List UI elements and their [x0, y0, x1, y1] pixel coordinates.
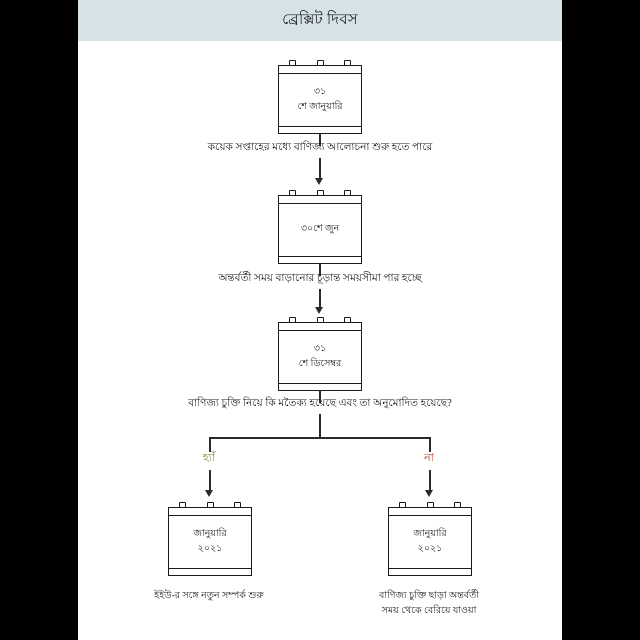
calendar-jan31: ৩১ শে জানুয়ারি: [278, 60, 362, 134]
branch-line-no: [429, 437, 431, 452]
decision-question-text: বাণিজ্য চুক্তি নিয়ে কি মতৈক্য হয়েছে এব…: [188, 398, 452, 409]
calendar-body: জানুয়ারি ২০২১: [168, 515, 252, 569]
calendar-body: ৩১ শে জানুয়ারি: [278, 73, 362, 127]
branch-label-yes: হ্যাঁ: [202, 452, 216, 464]
calendar-jan2021-right: জানুয়ারি ২০২১: [388, 502, 472, 576]
branch-line-no: [429, 470, 431, 492]
connector-line: [319, 158, 321, 180]
arrow-down-icon: [205, 490, 213, 497]
calendar-top-bar: [278, 195, 362, 203]
calendar-foot-bar: [388, 569, 472, 576]
letterbox-right: [562, 0, 640, 640]
calendar-dec31: ৩১ শে ডিসেম্বর: [278, 317, 362, 391]
connector-line: [319, 414, 321, 438]
calendar-jan2021-left: জানুয়ারি ২০২১: [168, 502, 252, 576]
arrow-down-icon: [425, 490, 433, 497]
step-1-text: কয়েক সপ্তাহের মধ্যে বাণিজ্য আলোচনা শুরু…: [207, 142, 433, 153]
outcome-caption-right: বাণিজ্য চুক্তি ছাড়া অন্তর্বর্তী সময় থে…: [329, 589, 529, 618]
caption-line: ইইউ-র সঙ্গে নতুন সম্পর্ক শুরু: [154, 591, 264, 601]
calendar-jun30: ৩০শে জুন: [278, 190, 362, 264]
calendar-date-line-1: ৩১: [313, 87, 327, 98]
branch-line-yes: [209, 470, 211, 492]
connector-line: [319, 263, 321, 276]
calendar-body: ৩০শে জুন: [278, 203, 362, 257]
calendar-date-line-1: জানুয়ারি: [193, 529, 227, 540]
calendar-top-bar: [388, 507, 472, 515]
calendar-date-line-1: জানুয়ারি: [413, 529, 447, 540]
arrow-down-icon: [315, 178, 323, 185]
branch-line-yes: [209, 437, 211, 452]
calendar-date-line-2: শে জানুয়ারি: [297, 101, 343, 112]
connector-line: [319, 133, 321, 146]
calendar-date-line-2: ২০২১: [197, 543, 223, 554]
calendar-date-line-2: শে ডিসেম্বর: [298, 358, 342, 369]
connector-line: [319, 390, 321, 403]
outcome-caption-left: ইইউ-র সঙ্গে নতুন সম্পর্ক শুরু: [109, 589, 309, 604]
caption-line: সময় থেকে বেরিয়ে যাওয়া: [381, 605, 477, 616]
header-band: ব্রেক্সিট দিবস: [78, 0, 562, 41]
branch-split-line: [209, 437, 430, 439]
branch-label-no: না: [424, 452, 434, 464]
infographic-canvas: ব্রেক্সিট দিবস ৩১ শে জানুয়ারি কয়েক সপ্…: [78, 0, 562, 640]
calendar-body: ৩১ শে ডিসেম্বর: [278, 330, 362, 384]
connector-line: [319, 289, 321, 309]
calendar-foot-bar: [168, 569, 252, 576]
arrow-down-icon: [315, 307, 323, 314]
step-2-text: অন্তর্বর্তী সময় বাড়ানোর চূড়ান্ত সময়স…: [218, 273, 422, 284]
calendar-top-bar: [278, 65, 362, 73]
caption-line: বাণিজ্য চুক্তি ছাড়া অন্তর্বর্তী: [379, 591, 479, 601]
calendar-date-line-1: ৩০শে জুন: [300, 224, 340, 235]
calendar-body: জানুয়ারি ২০২১: [388, 515, 472, 569]
letterbox-left: [0, 0, 78, 640]
calendar-date-line-1: ৩১: [313, 344, 327, 355]
calendar-date-line-2: ২০২১: [417, 543, 443, 554]
page-title: ব্রেক্সিট দিবস: [282, 12, 358, 28]
calendar-top-bar: [278, 322, 362, 330]
calendar-top-bar: [168, 507, 252, 515]
